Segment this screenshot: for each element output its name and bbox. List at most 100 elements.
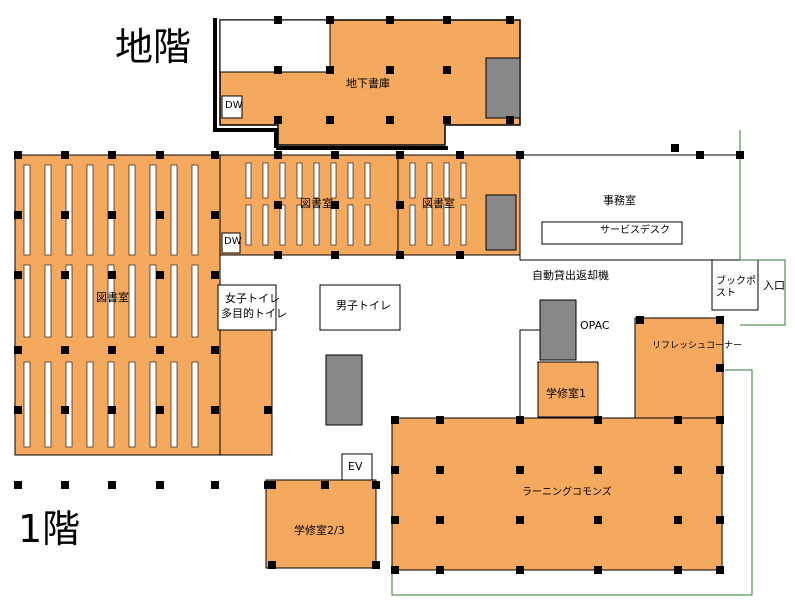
bookshelf <box>128 164 136 256</box>
bookshelf <box>107 361 115 448</box>
bookshelf <box>107 164 115 256</box>
column <box>108 481 116 489</box>
bookshelf <box>23 361 31 448</box>
opac-label: OPAC <box>580 319 610 332</box>
floor-label-basement: 地階 <box>115 25 192 69</box>
library-mid-label: 図書室 <box>300 197 333 210</box>
column <box>331 151 339 159</box>
column <box>671 144 679 152</box>
column <box>108 151 116 159</box>
column <box>274 151 282 159</box>
column <box>674 416 682 424</box>
basement-dw-box <box>221 95 243 119</box>
bookshelf <box>191 361 199 448</box>
column <box>274 201 282 209</box>
column <box>14 151 22 159</box>
column <box>386 16 394 24</box>
column <box>716 466 724 474</box>
dw-box <box>221 232 241 254</box>
column <box>386 66 394 74</box>
column <box>736 151 744 159</box>
bookshelf <box>65 361 73 448</box>
column <box>594 466 602 474</box>
mens-toilet-box <box>319 284 401 331</box>
book-post-label: ブックポスト <box>716 276 756 299</box>
bookshelf <box>170 164 178 256</box>
column <box>14 481 22 489</box>
column <box>456 251 464 259</box>
column <box>61 271 69 279</box>
self-checkout-label: 自動貸出返却機 <box>532 269 609 282</box>
column <box>443 116 451 124</box>
bookshelf <box>170 264 178 338</box>
column <box>372 481 380 489</box>
bookshelf <box>44 164 52 256</box>
bookshelf <box>409 204 416 246</box>
column <box>516 151 524 159</box>
bookshelf <box>128 264 136 338</box>
bookshelf <box>262 162 269 199</box>
ev-box <box>341 453 373 483</box>
column <box>674 566 682 574</box>
column <box>516 416 524 424</box>
bookshelf <box>107 264 115 338</box>
basement-stairs <box>485 57 521 119</box>
bookshelf <box>44 264 52 338</box>
column <box>436 566 444 574</box>
basement-floor <box>213 18 521 150</box>
bookshelf <box>65 164 73 256</box>
column <box>696 151 704 159</box>
ev-label: EV <box>348 460 363 473</box>
library-left-label: 図書室 <box>96 291 129 304</box>
bookshelf <box>149 164 157 256</box>
bookshelf <box>296 162 303 199</box>
bookshelf <box>279 162 286 199</box>
bookshelf <box>128 361 136 448</box>
study-room-23-label: 学修室2/3 <box>294 524 345 537</box>
learning-commons-label: ラーニングコモンズ <box>522 487 612 498</box>
column <box>716 516 724 524</box>
column <box>211 346 219 354</box>
bookshelf <box>296 204 303 246</box>
column <box>108 211 116 219</box>
column <box>516 566 524 574</box>
bookshelf <box>347 162 354 199</box>
column <box>594 416 602 424</box>
bookshelf <box>313 162 320 199</box>
bookshelf <box>460 162 467 199</box>
column <box>674 516 682 524</box>
column <box>372 561 380 569</box>
book-post-box <box>711 259 759 311</box>
bookshelf <box>364 162 371 199</box>
bookshelf <box>443 204 450 246</box>
bookshelf <box>149 361 157 448</box>
column <box>274 66 282 74</box>
bookshelf <box>426 204 433 246</box>
column <box>156 346 164 354</box>
column <box>674 466 682 474</box>
multipurpose-toilet-label: 多目的トイレ <box>221 307 287 320</box>
refresh-corner <box>634 317 724 419</box>
column <box>436 416 444 424</box>
column <box>268 481 276 489</box>
column <box>326 116 334 124</box>
column <box>61 481 69 489</box>
column <box>443 66 451 74</box>
womens-toilet-box <box>217 284 277 331</box>
column <box>61 151 69 159</box>
column <box>156 271 164 279</box>
bookshelf <box>23 164 31 256</box>
column <box>716 416 724 424</box>
column <box>156 481 164 489</box>
column <box>443 16 451 24</box>
column <box>516 466 524 474</box>
mens-toilet-label: 男子トイレ <box>336 299 391 312</box>
service-desk-label: サービスデスク <box>600 225 670 236</box>
column <box>156 151 164 159</box>
bookshelf <box>347 204 354 246</box>
refresh-corner-label: リフレッシュコーナー <box>652 341 743 351</box>
bookshelf <box>409 162 416 199</box>
column <box>211 211 219 219</box>
bookshelf <box>86 264 94 338</box>
column <box>14 406 22 414</box>
